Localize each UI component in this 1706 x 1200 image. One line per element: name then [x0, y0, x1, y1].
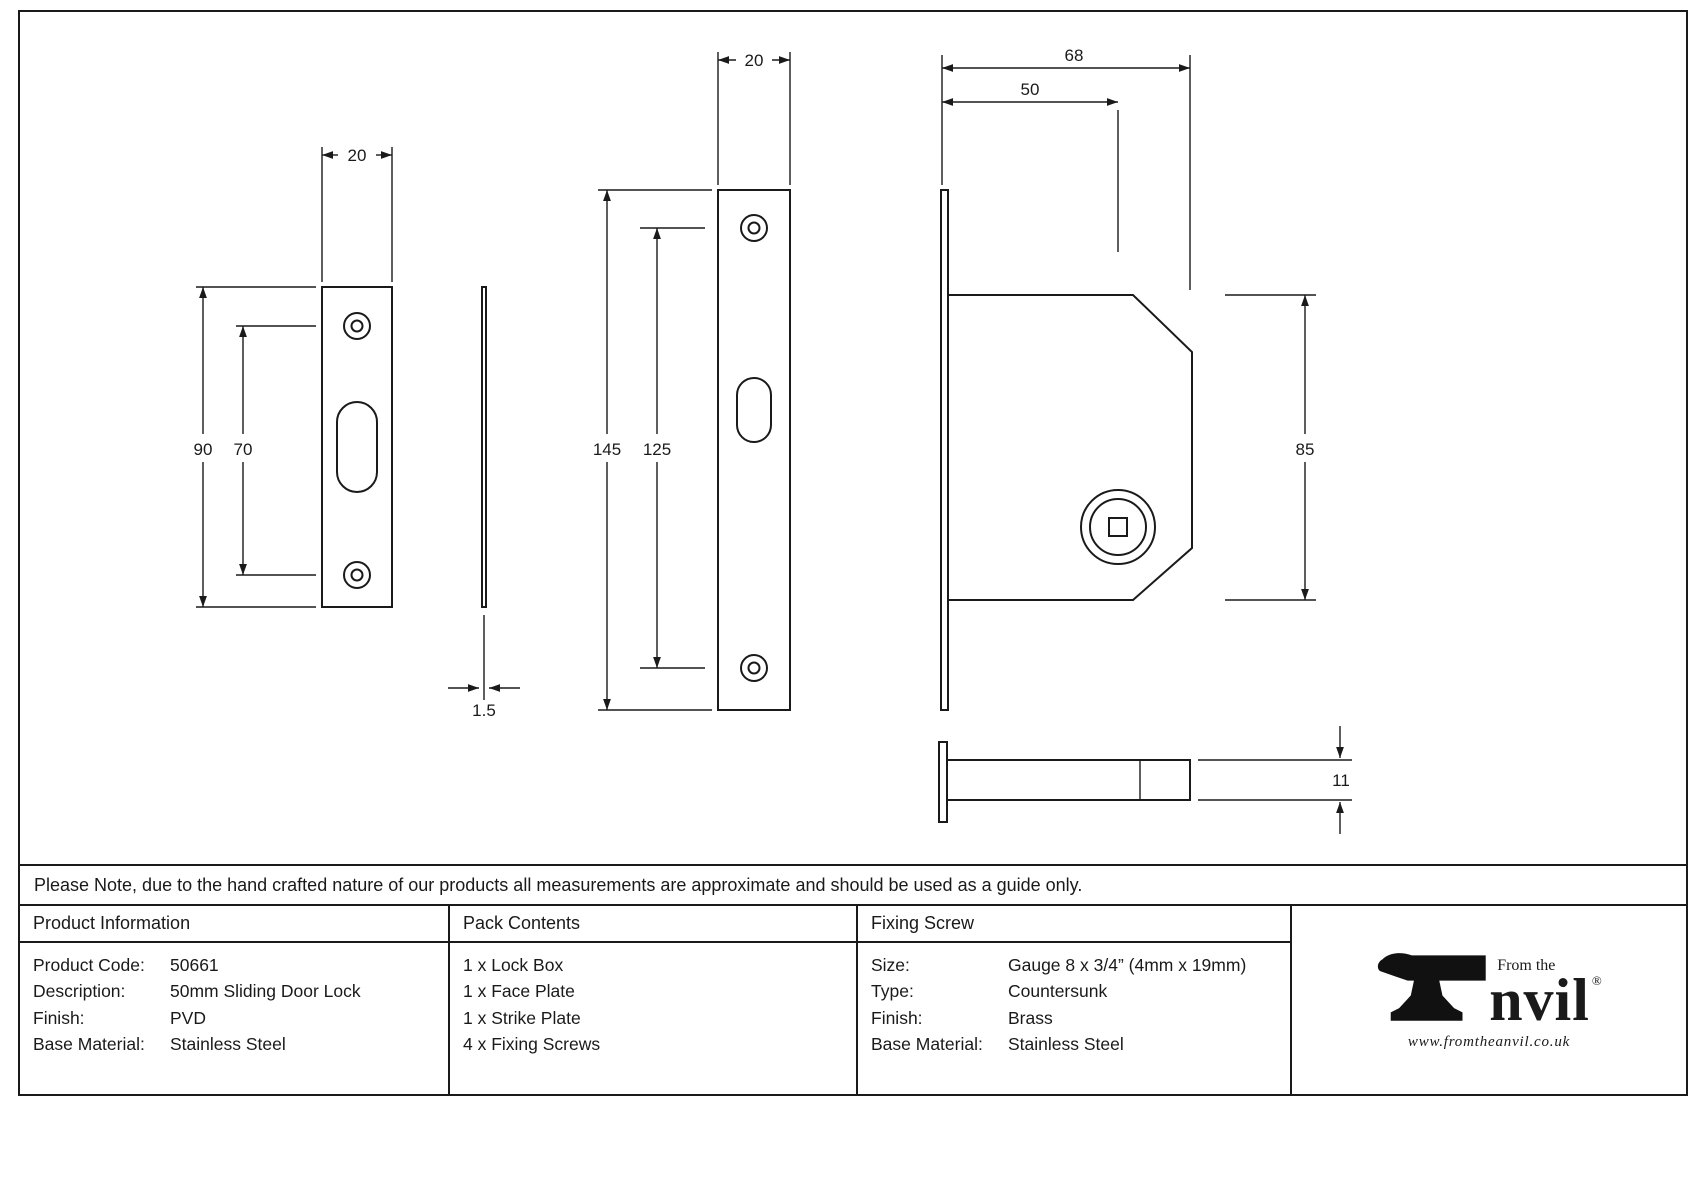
dim-lockbox-case-thickness: 11: [1332, 771, 1350, 790]
table-row: Size: Gauge 8 x 3/4” (4mm x 19mm): [871, 952, 1277, 978]
technical-drawing: 20 90 70 1.5: [186, 46, 1352, 834]
logo-url: www.fromtheanvil.co.uk: [1407, 1034, 1571, 1050]
row-value: Stainless Steel: [1008, 1033, 1124, 1054]
logo-cell: From the nvil® www.fromtheanvil.co.uk: [1290, 906, 1686, 1094]
fixing-screw-body: Size: Gauge 8 x 3/4” (4mm x 19mm) Type: …: [856, 943, 1290, 1094]
note-bar: Please Note, due to the hand crafted nat…: [20, 864, 1686, 904]
face-plate-view: 20 145 125: [586, 51, 791, 711]
dim-strike-width: 20: [348, 146, 367, 165]
registered-mark: ®: [1591, 972, 1603, 988]
strike-plate-side-view: 1.5: [448, 286, 520, 720]
info-table: Product Information Pack Contents Fixing…: [20, 904, 1686, 1094]
dim-faceplate-width: 20: [745, 51, 764, 70]
strike-plate-front-view: 20 90 70: [186, 146, 393, 608]
dim-lockbox-backset: 50: [1021, 80, 1040, 99]
pack-contents-body: 1 x Lock Box 1 x Face Plate 1 x Strike P…: [448, 943, 856, 1094]
row-value: Brass: [1008, 1007, 1053, 1028]
datasheet-page: 20 90 70 1.5: [18, 10, 1688, 1096]
row-label: Base Material:: [871, 1033, 983, 1054]
table-row: Base Material: Stainless Steel: [33, 1031, 435, 1057]
dim-lockbox-height: 85: [1296, 440, 1315, 459]
table-row: Product Code: 50661: [33, 952, 435, 978]
lock-box-side-view: 11: [938, 726, 1352, 834]
table-row: Base Material: Stainless Steel: [871, 1031, 1277, 1057]
row-label: Size:: [871, 955, 910, 975]
product-info-header: Product Information: [20, 906, 448, 943]
pack-item: 4 x Fixing Screws: [463, 1033, 601, 1054]
row-label: Type:: [871, 981, 914, 1002]
dim-strike-height: 90: [194, 440, 213, 459]
pack-item: 1 x Strike Plate: [463, 1007, 581, 1028]
anvil-logo: From the nvil®: [1375, 949, 1603, 1033]
row-label: Product Code:: [33, 955, 145, 975]
pack-item: 1 x Face Plate: [463, 981, 575, 1002]
logo-from-the: From the: [1497, 956, 1556, 974]
dim-faceplate-height: 145: [593, 440, 621, 459]
table-row: Finish: Brass: [871, 1005, 1277, 1031]
anvil-logo-icon: [1378, 953, 1486, 1021]
row-value: PVD: [170, 1007, 206, 1028]
row-value: 50661: [170, 955, 219, 975]
table-row: Type: Countersunk: [871, 978, 1277, 1004]
dim-faceplate-hole-spacing: 125: [643, 440, 671, 459]
row-label: Finish:: [33, 1007, 85, 1028]
row-label: Description:: [33, 981, 126, 1002]
fixing-screw-header: Fixing Screw: [856, 906, 1290, 943]
logo-brand-text: nvil®: [1489, 966, 1603, 1033]
row-value: 50mm Sliding Door Lock: [170, 981, 361, 1002]
row-value: Countersunk: [1008, 981, 1108, 1002]
table-row: Description: 50mm Sliding Door Lock: [33, 978, 435, 1004]
logo-wordmark: From the nvil®: [1489, 956, 1603, 1033]
note-text: Please Note, due to the hand crafted nat…: [34, 874, 1083, 895]
pack-item: 1 x Lock Box: [463, 955, 564, 975]
table-row: Finish: PVD: [33, 1005, 435, 1031]
pack-contents-header: Pack Contents: [448, 906, 856, 943]
dim-strike-hole-spacing: 70: [234, 440, 253, 459]
product-info-body: Product Code: 50661 Description: 50mm Sl…: [20, 943, 448, 1094]
row-value: Gauge 8 x 3/4” (4mm x 19mm): [1008, 955, 1247, 975]
row-value: Stainless Steel: [170, 1033, 286, 1054]
dim-strike-thickness: 1.5: [472, 701, 496, 720]
row-label: Finish:: [871, 1007, 923, 1028]
row-label: Base Material:: [33, 1033, 145, 1054]
dim-lockbox-depth: 68: [1065, 46, 1084, 65]
lock-box-view: 68 50 85: [940, 46, 1322, 711]
